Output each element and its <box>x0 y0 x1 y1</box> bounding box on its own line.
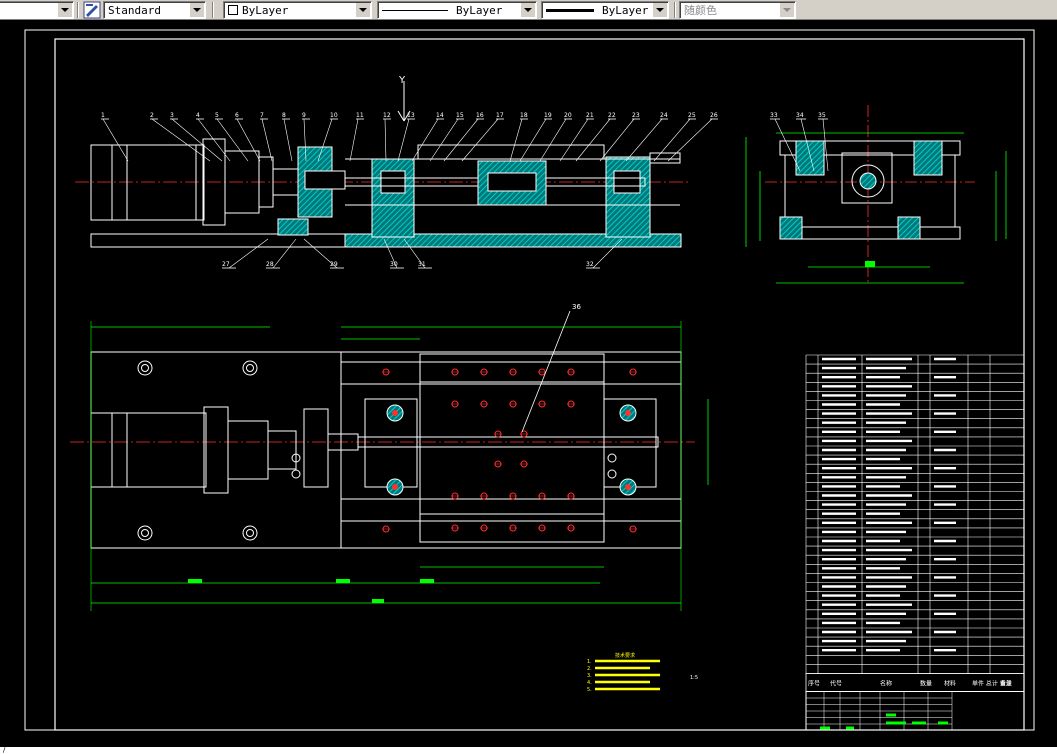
balloon-label: 11 <box>356 112 364 119</box>
balloon-callouts-bottom: 27 28 29 30 31 32 <box>222 238 623 269</box>
plan-dimensions <box>90 321 709 611</box>
balloon-label: 13 <box>407 112 415 119</box>
balloon-label: 31 <box>418 261 426 268</box>
color-swatch-icon <box>228 5 238 15</box>
plotstyle-label: 随颜色 <box>684 4 717 17</box>
balloon-label: 30 <box>390 261 398 268</box>
balloon-callouts-side: 33 34 35 <box>770 112 829 172</box>
balloon-plan-label: 36 <box>572 303 581 311</box>
command-line[interactable]: / <box>0 747 1057 754</box>
linetype-combo[interactable]: ByLayer <box>377 1 537 19</box>
balloon-label: 8 <box>282 112 286 119</box>
toolbar-separator <box>77 2 79 18</box>
outer-frame <box>24 29 1035 731</box>
textstyle-combo[interactable]: Standard <box>103 1 206 19</box>
balloon-label: 2 <box>150 112 154 119</box>
plan-view-holes <box>137 360 637 541</box>
color-combo[interactable]: ByLayer <box>223 1 372 19</box>
tech-note-line: 3. <box>587 673 592 679</box>
balloon-label: 29 <box>330 261 338 268</box>
textstyle-combo-left[interactable] <box>0 1 74 19</box>
plotstyle-combo[interactable]: 随颜色 <box>679 1 796 19</box>
balloon-label: 20 <box>564 112 572 119</box>
balloon-label: 25 <box>688 112 696 119</box>
tech-notes-title: 技术要求 <box>615 652 635 659</box>
chevron-down-icon[interactable] <box>780 3 794 17</box>
lineweight-label: ByLayer <box>602 3 649 17</box>
balloon-label: 26 <box>710 112 718 119</box>
table-header-cell: 序号 <box>808 680 820 688</box>
balloon-label: 9 <box>302 112 306 119</box>
balloon-label: 10 <box>330 112 338 119</box>
chevron-down-icon[interactable] <box>356 3 370 17</box>
chevron-down-icon[interactable] <box>653 3 667 17</box>
chevron-down-icon[interactable] <box>521 3 535 17</box>
balloon-label: 1 <box>101 112 105 119</box>
tech-note-line: 5. <box>587 687 592 693</box>
textstyle-label: Standard <box>108 3 161 17</box>
balloon-label: 32 <box>586 261 594 268</box>
plan-view <box>70 351 695 549</box>
balloon-label: 16 <box>476 112 484 119</box>
balloon-label: 21 <box>586 112 594 119</box>
technical-notes: 技术要求 1.2.3.4.5. 1:5 <box>587 652 698 693</box>
balloon-label: 5 <box>215 112 219 119</box>
table-header-cell: 单件 总计 重量 <box>972 680 1012 688</box>
crosshair-label: Y <box>398 75 406 86</box>
tech-note-line: 2. <box>587 666 592 672</box>
text-style-icon[interactable] <box>83 1 101 19</box>
balloon-label: 22 <box>608 112 616 119</box>
balloon-label: 17 <box>496 112 504 119</box>
front-section-view <box>75 138 690 248</box>
table-header-cell: 备注 <box>1000 680 1012 688</box>
balloon-label: 28 <box>266 261 274 268</box>
balloon-label: 27 <box>222 261 230 268</box>
tech-note-line: 4. <box>587 680 592 686</box>
scale-mark: 1:5 <box>690 675 698 681</box>
balloon-label: 15 <box>456 112 464 119</box>
balloon-callout-plan: 36 <box>521 303 581 433</box>
chevron-down-icon[interactable] <box>58 3 72 17</box>
balloon-label: 12 <box>383 112 391 119</box>
balloon-label: 3 <box>170 112 174 119</box>
linetype-label: ByLayer <box>456 3 503 17</box>
linetype-sample-icon <box>382 9 448 11</box>
lineweight-combo[interactable]: ByLayer <box>541 1 669 19</box>
balloon-label: 34 <box>796 112 804 119</box>
properties-toolbar: Standard ByLayer ByLayer ByLayer 随颜色 <box>0 0 1057 20</box>
table-header-cell: 名称 <box>880 680 892 688</box>
balloon-label: 23 <box>632 112 640 119</box>
tech-note-line: 1. <box>587 659 592 665</box>
balloon-label: 14 <box>436 112 444 119</box>
balloon-label: 6 <box>235 112 239 119</box>
lineweight-sample-icon <box>546 8 594 12</box>
balloon-label: 35 <box>818 112 826 119</box>
balloon-label: 4 <box>196 112 200 119</box>
balloon-label: 33 <box>770 112 778 119</box>
table-header-cell: 材料 <box>944 680 956 688</box>
toolbar-separator <box>674 2 676 18</box>
color-label: ByLayer <box>242 3 289 17</box>
table-header-cell: 代号 <box>830 680 842 688</box>
chevron-down-icon[interactable] <box>190 3 204 17</box>
side-view <box>745 105 1007 284</box>
balloon-label: 18 <box>520 112 528 119</box>
toolbar-separator <box>212 2 214 18</box>
balloon-label: 19 <box>544 112 552 119</box>
ucs-crosshair: Y <box>397 75 411 122</box>
balloon-label: 7 <box>260 112 264 119</box>
balloon-label: 24 <box>660 112 668 119</box>
table-header-cell: 数量 <box>920 680 932 688</box>
